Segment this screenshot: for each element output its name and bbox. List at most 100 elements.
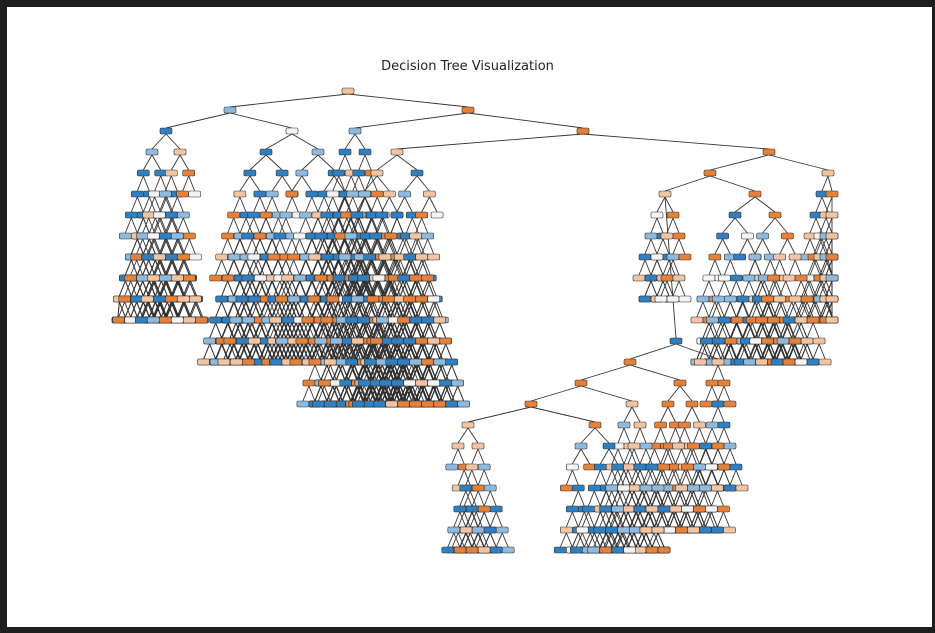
tree-edge [251,259,259,276]
tree-edge [301,154,319,171]
tree-edge [239,196,247,213]
tree-edge [188,280,196,297]
tree-edge [154,175,162,192]
tree-edge [182,175,190,192]
tree-edge [196,301,204,318]
tree-edge [160,175,168,192]
tree-edge [344,343,352,360]
tree-edge [136,217,144,234]
tree-edge [178,259,186,276]
tree-edge [326,301,334,318]
tree-edge [396,154,418,171]
tree-edge [314,238,322,255]
tree-edge [142,217,150,234]
tree-edge [172,217,180,234]
tree-edge [263,280,271,297]
tree-edge [165,133,181,150]
tree-edge [160,259,168,276]
tree-edge [387,259,395,276]
tree-edge [148,259,156,276]
tree-edge [223,343,231,360]
tree-edge [253,238,261,255]
tree-edge [176,280,184,297]
tree-edge [393,259,401,276]
tree-edge [146,280,154,297]
tree-edge [393,280,401,297]
tree-edge [257,280,265,297]
tree-edge [245,259,253,276]
tree-edge [362,301,370,318]
tree-edge [271,280,279,297]
tree-edge [408,364,416,381]
tree-edge [338,175,346,192]
tree-edge [152,217,160,234]
tree-edge [253,259,261,276]
tree-edge [420,385,428,402]
tree-edge [221,343,229,360]
tree-edge [164,196,172,213]
tree-edge [233,238,241,255]
chart-title: Decision Tree Visualization [381,59,554,74]
tree-edge [311,280,319,297]
tree-edge [344,301,352,318]
tree-edge [176,259,184,276]
tree-edge [158,280,166,297]
tree-edge [402,343,410,360]
tree-edge [356,196,366,213]
tree-edge [154,301,162,318]
tree-edge [170,154,181,171]
tree-edge [426,385,434,402]
tree-edge [402,259,410,276]
tree-edge [257,343,265,360]
tree-edge [142,217,150,234]
tree-edge [338,364,346,381]
tree-edge [402,364,410,381]
tree-edge [335,385,343,402]
tree-edge [358,154,366,171]
tree-edge [142,238,150,255]
tree-edge [426,364,434,381]
tree-edge [253,196,261,213]
tree-edge [388,196,398,213]
tree-edge [326,343,334,360]
tree-edge [227,238,235,255]
tree-edge [257,322,265,339]
tree-edge [390,217,398,234]
tree-edge [229,112,293,129]
tree-edge [235,301,243,318]
tree-edge [344,364,352,381]
tree-edge [136,175,144,192]
tree-edge [335,364,343,381]
tree-edge [263,343,271,360]
tree-edge [165,112,231,129]
tree-edge [393,259,401,276]
tree-edge [227,280,235,297]
tree-edge [317,385,325,402]
tree-edge [146,238,154,255]
tree-edge [269,301,277,318]
tree-edge [176,238,184,255]
tree-edge [245,280,253,297]
tree-edge [178,238,186,255]
tree-edge [251,280,259,297]
tree-edge [344,322,352,339]
tree-edge [364,175,378,192]
tree-edge [291,175,303,192]
tree-edge [245,238,253,255]
tree-edge [164,217,172,234]
tree-edge [259,259,267,276]
tree-edge [381,238,389,255]
tree-edge [160,280,168,297]
tree-edge [130,259,138,276]
tree-edge [263,322,271,339]
tree-edge [311,217,319,234]
tree-edge [251,343,259,360]
tree-edge [402,322,410,339]
tree-edge [233,343,241,360]
tree-edge [118,280,126,297]
tree-edge [170,301,178,318]
tree-edge [350,322,358,339]
tree-edge [136,280,144,297]
tree-edge [341,385,349,402]
tree-edge [247,259,255,276]
